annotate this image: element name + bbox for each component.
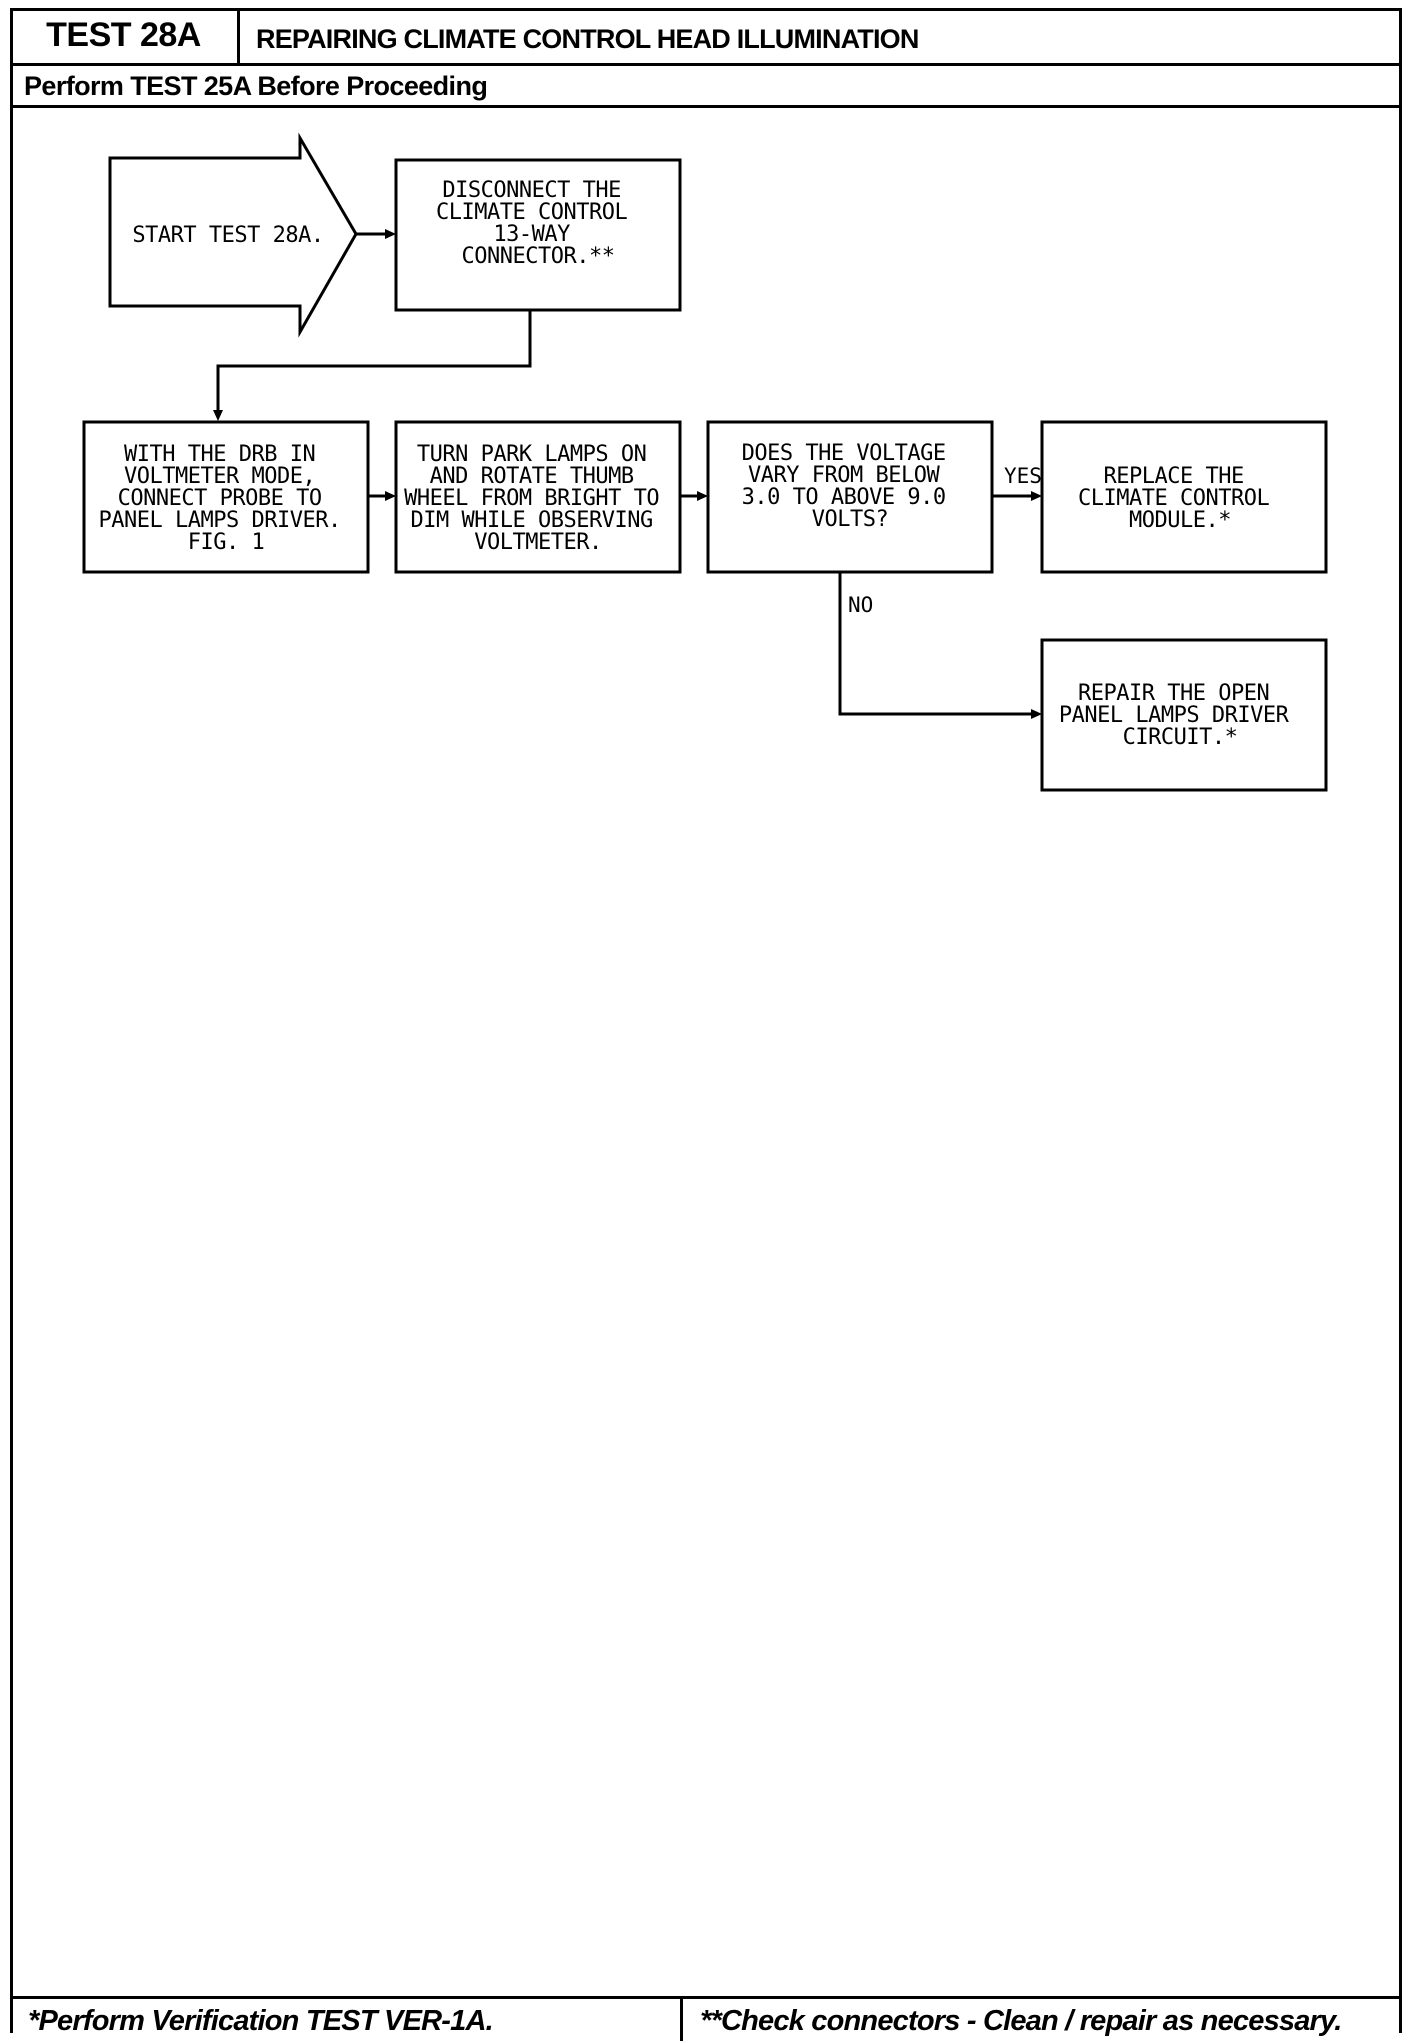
step-park-lamps: [394, 420, 682, 574]
step-drb-voltmeter: [82, 420, 370, 574]
prerequisite-row: Perform TEST 25A Before Proceeding: [10, 66, 1402, 108]
step-replace-module-text: REPLACE THE CLIMATE CONTROL MODULE.*: [1078, 464, 1282, 533]
arrowhead-park: [385, 491, 396, 501]
connector-disconnect-to-drb: [216, 310, 532, 410]
test-title: REPAIRING CLIMATE CONTROL HEAD ILLUMINAT…: [256, 24, 919, 54]
test-id: TEST 28A: [10, 8, 240, 66]
arrowhead-no: [1031, 709, 1042, 719]
step-replace-module: [1040, 420, 1328, 574]
footer-note-connectors: **Check connectors - Clean / repair as n…: [700, 2005, 1342, 2037]
step-disconnect-text: DISCONNECT THE CLIMATE CONTROL 13-WAY CO…: [436, 178, 640, 269]
step-drb-voltmeter-text: WITH THE DRB IN VOLTMETER MODE, CONNECT …: [99, 442, 354, 555]
arrowhead-question: [697, 491, 708, 501]
no-label: NO: [848, 593, 873, 617]
yes-label: YES: [1004, 464, 1042, 488]
step-repair-circuit: [1040, 638, 1328, 792]
prerequisite-text: Perform TEST 25A Before Proceeding: [24, 71, 488, 101]
start-label: START TEST 28A.: [132, 223, 323, 248]
arrowhead-yes: [1031, 491, 1042, 501]
header-row: TEST 28A REPAIRING CLIMATE CONTROL HEAD …: [10, 8, 1402, 66]
step-park-lamps-text: TURN PARK LAMPS ON AND ROTATE THUMB WHEE…: [404, 442, 672, 555]
arrow-no: [838, 572, 1032, 716]
page-frame: [10, 8, 1402, 2033]
footer-note-verification: *Perform Verification TEST VER-1A.: [28, 2005, 494, 2037]
footer-divider: [680, 1999, 683, 2041]
arrowhead-drb: [213, 410, 223, 421]
footer-row: *Perform Verification TEST VER-1A. **Che…: [10, 1996, 1402, 2041]
step-disconnect: [394, 158, 682, 312]
arrowhead-disconnect: [385, 229, 396, 239]
step-question: [706, 420, 994, 574]
start-shape: [108, 132, 358, 338]
step-repair-circuit-text: REPAIR THE OPEN PANEL LAMPS DRIVER CIRCU…: [1059, 681, 1301, 750]
step-question-text: DOES THE VOLTAGE VARY FROM BELOW 3.0 TO …: [742, 441, 959, 532]
